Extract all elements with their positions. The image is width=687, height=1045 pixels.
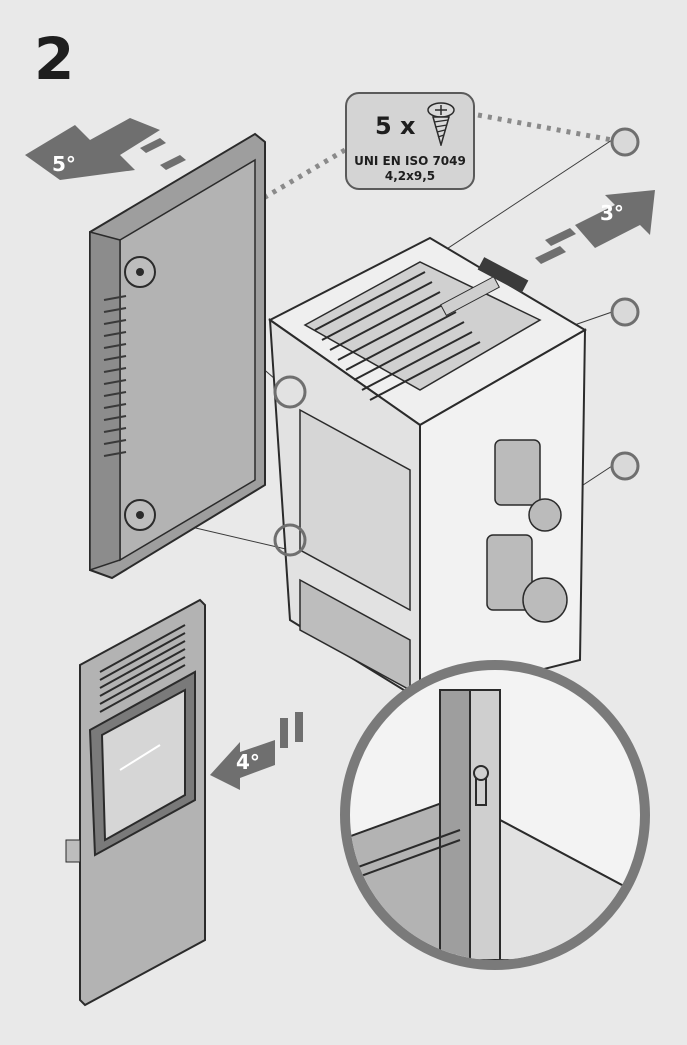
side-panel [89, 132, 266, 580]
stove-body [268, 236, 587, 702]
arrow-label-4: 4° [236, 750, 260, 774]
mount-point-marker [273, 375, 307, 409]
arrow-label-5: 5° [52, 152, 76, 176]
step-number: 2 [34, 25, 75, 93]
screw-icon [427, 102, 455, 146]
screw-size: 4,2x9,5 [384, 169, 436, 183]
mount-point-marker [273, 523, 307, 557]
screw-quantity: 5 x [375, 112, 416, 140]
screw-callout: 5 x UNI EN ISO 7049 4,2x9,5 [345, 92, 475, 190]
arrow-step-3 [535, 190, 655, 264]
front-door [65, 598, 206, 1007]
arrow-label-3: 3° [600, 201, 624, 225]
detail-zoom [340, 660, 650, 970]
screw-standard: UNI EN ISO 7049 [354, 154, 466, 168]
arrow-step-5 [25, 118, 186, 180]
arrow-step-4 [210, 712, 303, 790]
screw-markers-right [610, 127, 640, 481]
